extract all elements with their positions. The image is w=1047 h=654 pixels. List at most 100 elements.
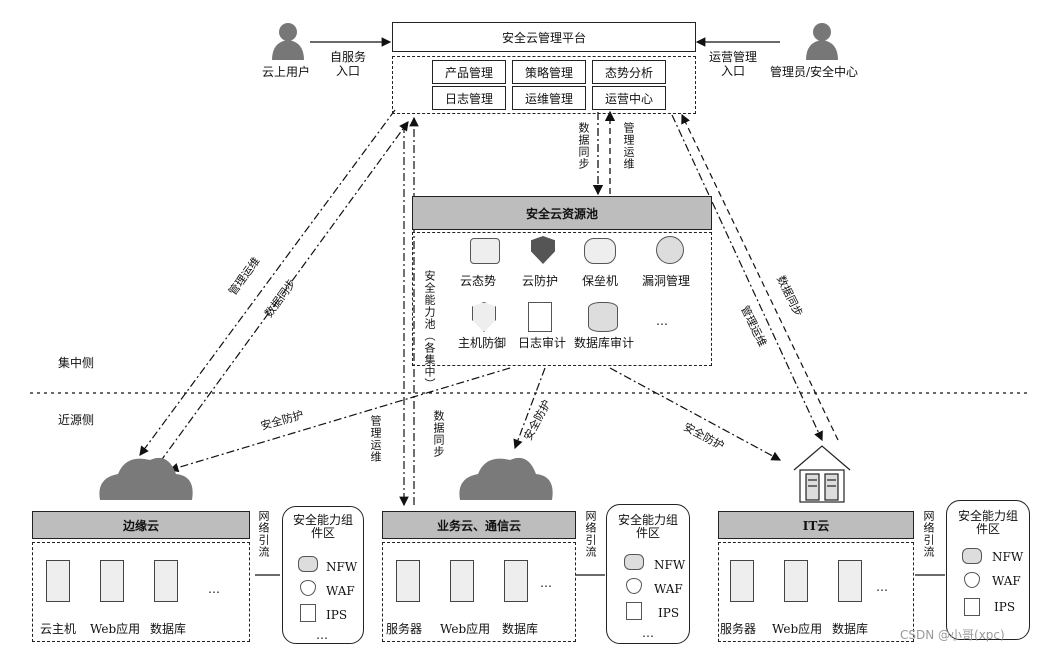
edge-comp-more: … — [316, 628, 328, 642]
entry-line-2: 入口 — [335, 64, 360, 78]
user-icon-left — [272, 23, 304, 60]
ips-icon — [626, 602, 642, 620]
it-more: … — [876, 580, 888, 594]
waf-icon — [626, 578, 642, 594]
data-sync-label: 数据同步 — [577, 122, 590, 170]
edge-comp-ips: IPS — [326, 608, 348, 622]
edge-item-1: 云主机 — [40, 622, 77, 636]
it-cloud-area — [718, 542, 914, 642]
it-comp-nfw: NFW — [992, 550, 1024, 564]
pool-area — [412, 232, 712, 366]
business-diversion-label: 网络引流 — [584, 510, 597, 558]
it-item-1: 服务器 — [720, 622, 757, 636]
admin-icon-right — [806, 23, 838, 60]
situation-icon — [470, 238, 500, 264]
module-operation-center[interactable]: 运营中心 — [592, 86, 666, 110]
server-icon — [730, 560, 754, 602]
nfw-icon — [298, 556, 318, 572]
edge-item-3: 数据库 — [150, 622, 187, 636]
edge-comp-waf: WAF — [326, 584, 355, 598]
edge-component-title: 安全能力组件区 — [292, 513, 353, 540]
module-ops[interactable]: 运维管理 — [512, 86, 586, 110]
edge-diversion-label: 网络引流 — [257, 510, 270, 558]
platform-modules-area — [392, 56, 696, 114]
business-cloud-area — [382, 542, 576, 642]
server-icon — [396, 560, 420, 602]
cloud-icon-left — [99, 457, 193, 500]
it-comp-waf: WAF — [992, 574, 1021, 588]
pool-item-situation: 云态势 — [460, 274, 497, 288]
it-item-2: Web应用 — [772, 622, 823, 636]
center-mgmt-ops-label: 管理运维 — [369, 415, 382, 463]
business-cloud-title: 业务云、通信云 — [382, 511, 576, 539]
cloud-user-label: 云上用户 — [262, 65, 311, 79]
pool-item-vulnerability: 漏洞管理 — [642, 274, 691, 288]
bastion-icon — [584, 238, 616, 264]
self-service-entry: 自服务 入口 — [328, 50, 368, 78]
it-diversion-label: 网络引流 — [922, 510, 935, 558]
pool-item-host-defense: 主机防御 — [458, 336, 507, 350]
business-comp-waf: WAF — [654, 582, 683, 596]
server-icon — [838, 560, 862, 602]
business-component-zone — [606, 504, 690, 644]
ips-icon — [300, 604, 316, 622]
business-comp-nfw: NFW — [654, 558, 686, 572]
edge-cloud-area — [32, 542, 250, 642]
db-audit-icon — [588, 302, 618, 332]
ops-entry: 运营管理 入口 — [706, 50, 760, 78]
pool-item-protection: 云防护 — [522, 274, 559, 288]
business-item-3: 数据库 — [502, 622, 539, 636]
ips-icon — [964, 598, 980, 616]
edge-comp-nfw: NFW — [326, 560, 358, 574]
business-component-title: 安全能力组件区 — [617, 513, 678, 540]
server-icon — [784, 560, 808, 602]
near-zone-label: 近源侧 — [58, 413, 95, 427]
server-icon — [450, 560, 474, 602]
edge-more: … — [208, 582, 220, 596]
it-cloud-title: IT云 — [718, 511, 914, 539]
pool-item-log-audit: 日志审计 — [518, 336, 567, 350]
server-icon — [154, 560, 178, 602]
edge-item-2: Web应用 — [90, 622, 141, 636]
center-data-sync-label: 数据同步 — [432, 410, 445, 458]
edge-cloud-title: 边缘云 — [32, 511, 250, 539]
it-component-zone — [946, 500, 1030, 640]
waf-icon — [964, 572, 980, 588]
capability-pool-label: 安全能力池（各集中） — [423, 270, 436, 390]
nfw-icon — [624, 554, 644, 570]
platform-title: 安全云管理平台 — [392, 22, 696, 52]
business-item-2: Web应用 — [440, 622, 491, 636]
edge-component-zone — [282, 506, 364, 644]
business-more: … — [540, 576, 552, 590]
central-zone-label: 集中侧 — [58, 356, 95, 370]
server-icon — [46, 560, 70, 602]
module-policy[interactable]: 策略管理 — [512, 60, 586, 84]
datacenter-icon — [793, 445, 851, 503]
module-situation[interactable]: 态势分析 — [592, 60, 666, 84]
business-comp-ips: IPS — [658, 606, 680, 620]
entry-line-1: 自服务 — [329, 50, 366, 64]
mgmt-ops-label: 管理运维 — [622, 122, 635, 170]
pool-item-bastion: 保垒机 — [582, 274, 619, 288]
it-comp-ips: IPS — [994, 600, 1016, 614]
pool-title: 安全云资源池 — [412, 196, 712, 230]
vulnerability-icon — [656, 236, 684, 264]
business-comp-more: … — [642, 626, 654, 640]
admin-label: 管理员/安全中心 — [770, 65, 859, 79]
log-audit-icon — [528, 302, 552, 332]
waf-icon — [300, 580, 316, 596]
it-component-title: 安全能力组件区 — [957, 509, 1018, 536]
entry-line-1: 运营管理 — [708, 50, 757, 64]
business-item-1: 服务器 — [386, 622, 423, 636]
watermark: CSDN @小哥(xpc) — [900, 628, 1005, 642]
module-log[interactable]: 日志管理 — [432, 86, 506, 110]
pool-item-db-audit: 数据库审计 — [574, 336, 635, 350]
server-icon — [504, 560, 528, 602]
entry-line-2: 入口 — [720, 64, 745, 78]
module-product[interactable]: 产品管理 — [432, 60, 506, 84]
cloud-icon-center — [459, 457, 553, 500]
it-item-3: 数据库 — [832, 622, 869, 636]
pool-more: … — [656, 314, 668, 328]
nfw-icon — [962, 548, 982, 564]
